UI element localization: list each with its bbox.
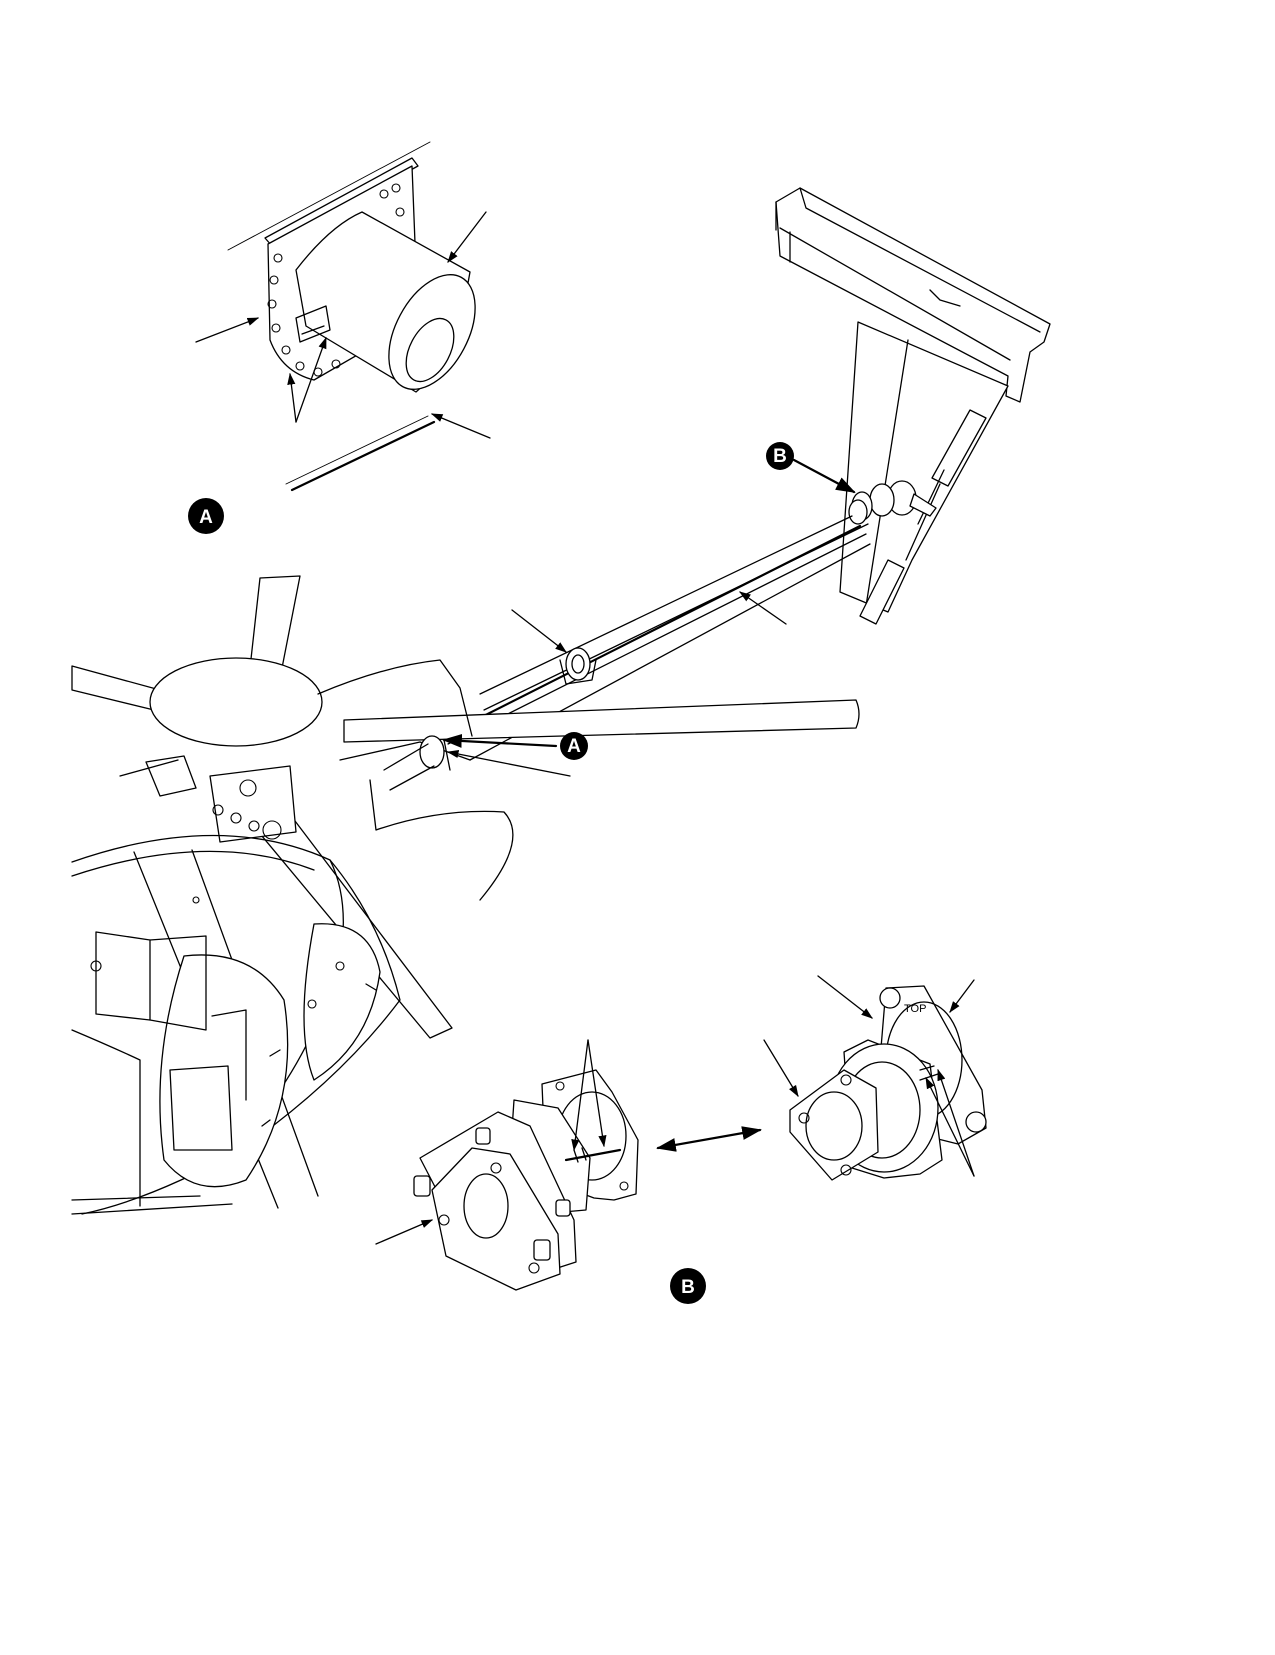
exploded-view-arrow (656, 1126, 762, 1152)
svg-text:B: B (773, 446, 787, 467)
tail-section (775, 187, 1051, 625)
top-marking: TOP (904, 1003, 926, 1015)
fuselage-and-main-rotor (71, 575, 860, 1215)
coupling-assembled (375, 1039, 639, 1291)
callout-a-main: A (442, 732, 588, 760)
detail-a-label: A (188, 498, 224, 534)
detail-a-view: A (188, 141, 491, 534)
svg-text:B: B (681, 1277, 695, 1298)
detail-b-label: B (670, 1268, 706, 1304)
svg-text:A: A (199, 507, 213, 528)
plate-holes (267, 183, 405, 377)
svg-text:A: A (567, 736, 581, 757)
detail-b-view: TOP B (375, 975, 987, 1304)
coupling-exploded: TOP (763, 975, 987, 1181)
callout-b-main: B (766, 442, 856, 494)
